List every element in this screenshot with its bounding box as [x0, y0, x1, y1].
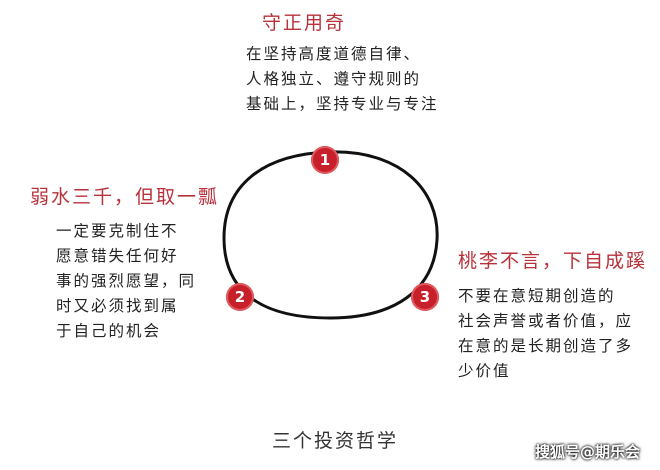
principle-1-text: 在坚持高度道德自律、 人格独立、遵守规则的 基础上，坚持专业与专注: [246, 42, 439, 117]
principle-2-text: 一定要克制住不 愿意错失任何好 事的强烈愿望，同 时又必须找到属 于自己的机会: [56, 219, 196, 344]
principle-3-title: 桃李不言，下自成蹊: [458, 250, 648, 272]
principle-2-title: 弱水三千，但取一瓢: [30, 186, 220, 208]
text-line: 事的强烈愿望，同: [56, 272, 197, 290]
text-line: 人格独立、遵守规则的: [246, 70, 422, 88]
watermark: 搜狐号@期乐会: [535, 443, 641, 461]
badge-3: 3: [411, 283, 439, 311]
text-line: 基础上，坚持专业与专注: [246, 95, 439, 113]
text-line: 不要在意短期创造的: [458, 287, 616, 305]
text-line: 愿意错失任何好: [56, 247, 179, 265]
text-line: 少价值: [458, 362, 511, 380]
text-line: 社会声誉或者价值，应: [458, 312, 634, 330]
text-line: 一定要克制住不: [56, 222, 179, 240]
text-line: 在意的是长期创造了多: [458, 337, 634, 355]
badge-1: 1: [311, 146, 339, 174]
diagram-caption: 三个投资哲学: [272, 430, 399, 452]
text-line: 于自己的机会: [56, 322, 162, 340]
text-line: 在坚持高度道德自律、: [246, 45, 422, 63]
text-line: 时又必须找到属: [56, 297, 179, 315]
principle-3-text: 不要在意短期创造的 社会声誉或者价值，应 在意的是长期创造了多 少价值: [458, 284, 633, 384]
principle-1-title: 守正用奇: [262, 12, 347, 34]
badge-2: 2: [226, 283, 254, 311]
